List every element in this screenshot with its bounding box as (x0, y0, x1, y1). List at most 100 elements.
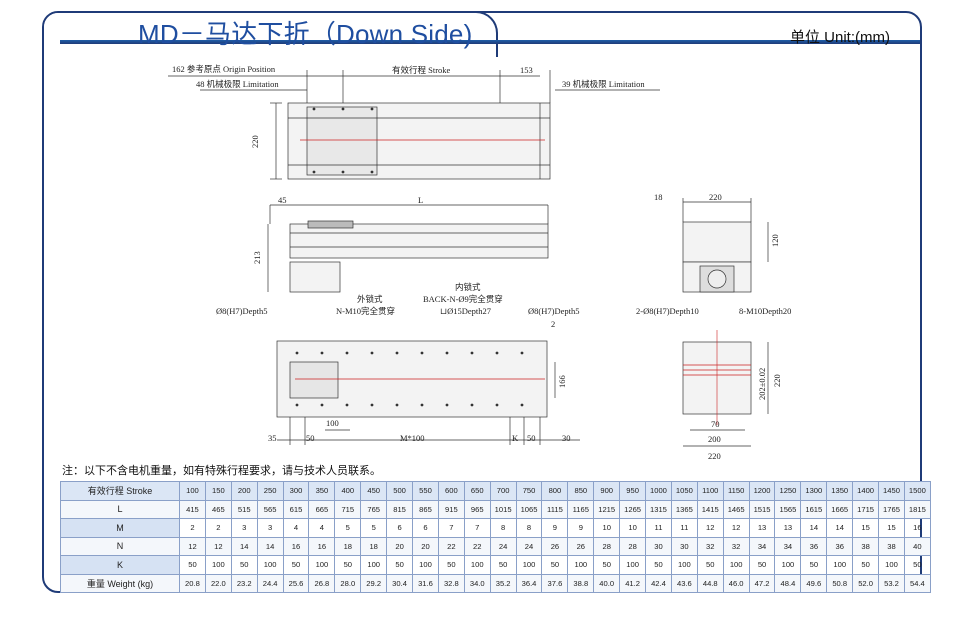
table-cell: 100 (308, 555, 336, 575)
table-cell: 12 (179, 536, 206, 556)
table-cell: 14 (826, 518, 854, 538)
table-cell: 50 (541, 555, 569, 575)
table-cell: 36.4 (515, 573, 543, 593)
limit-right-label: 39 机械极限 Limitation (562, 79, 645, 89)
table-cell: 4 (282, 518, 310, 538)
table-cell: 38 (852, 536, 880, 556)
table-cell: 150 (204, 481, 232, 501)
table-cell: 3 (230, 518, 258, 538)
table-cell: 100 (412, 555, 439, 575)
table-cell: 50 (386, 555, 414, 575)
table-cell: 13 (748, 518, 776, 538)
table-cell: 415 (179, 499, 206, 519)
table-cell: 615 (282, 499, 310, 519)
table-cell: 50 (437, 555, 465, 575)
table-cell: 26 (541, 536, 569, 556)
row-label-n: N (60, 536, 180, 556)
table-cell: 30.4 (386, 573, 414, 593)
table-cell: 31.6 (412, 573, 439, 593)
dim-2: 2 (551, 319, 555, 329)
table-cell: 34 (748, 536, 776, 556)
side-view (267, 204, 549, 293)
end-top-left-dim: 18 (654, 192, 663, 202)
table-cell: 11 (645, 518, 672, 538)
dim-220-height: 220 (772, 374, 782, 387)
end-top-width-dim: 220 (709, 192, 722, 202)
table-cell: 16 (282, 536, 310, 556)
table-cell: 32 (696, 536, 724, 556)
table-cell: 1300 (800, 481, 828, 501)
table-cell: 1815 (903, 499, 931, 519)
end-bottom-right-callout: 8-M10Depth20 (739, 306, 791, 316)
table-cell: 50 (645, 555, 672, 575)
table-cell: 765 (360, 499, 388, 519)
dim-50-left: 50 (306, 433, 315, 443)
table-cell: 7 (437, 518, 465, 538)
end-view-top (682, 198, 769, 293)
table-cell: 1465 (722, 499, 750, 519)
side-height-dim: 213 (252, 251, 262, 264)
table-cell: 32.8 (437, 573, 465, 593)
table-cell: 34 (774, 536, 802, 556)
table-cell: 29.2 (360, 573, 388, 593)
dim-100: 100 (326, 418, 339, 428)
dim-30: 30 (562, 433, 571, 443)
table-cell: 1500 (903, 481, 931, 501)
table-cell: 100 (878, 555, 905, 575)
table-cell: 800 (541, 481, 569, 501)
table-cell: 13 (774, 518, 802, 538)
dim-200: 200 (708, 434, 721, 444)
table-cell: 24 (489, 536, 517, 556)
table-cell: 2 (179, 518, 206, 538)
table-cell: 850 (567, 481, 595, 501)
note-text: 注：以下不含电机重量，如有特殊行程要求，请与技术人员联系。 (62, 465, 381, 477)
table-cell: 50 (489, 555, 517, 575)
table-cell: 100 (360, 555, 388, 575)
table-cell: 1065 (515, 499, 543, 519)
table-cell: 100 (774, 555, 802, 575)
table-cell: 50 (282, 555, 310, 575)
table-cell: 1165 (567, 499, 595, 519)
table-cell: 100 (567, 555, 595, 575)
table-cell: 1015 (489, 499, 517, 519)
table-cell: 700 (489, 481, 517, 501)
table-cell: 5 (360, 518, 388, 538)
table-cell: 10 (593, 518, 621, 538)
table-cell: 200 (230, 481, 258, 501)
table-cell: 20 (386, 536, 414, 556)
table-cell: 1050 (670, 481, 698, 501)
table-cell: 11 (670, 518, 698, 538)
table-cell: 24.4 (256, 573, 284, 593)
dim-202: 202±0.02 (757, 368, 767, 400)
origin-label: 162 参考原点 Origin Position (172, 64, 276, 74)
table-cell: 865 (412, 499, 439, 519)
table-cell: 37.6 (541, 573, 569, 593)
table-cell: 600 (437, 481, 465, 501)
dim-70: 70 (711, 419, 720, 429)
table-cell: 50 (903, 555, 931, 575)
table-cell: 48.4 (774, 573, 802, 593)
table-cell: 1315 (645, 499, 672, 519)
table-cell: 1665 (826, 499, 854, 519)
table-cell: 815 (386, 499, 414, 519)
table-cell: 665 (308, 499, 336, 519)
table-cell: 54.4 (903, 573, 931, 593)
bottom-left-callout: Ø8(H7)Depth5 (216, 306, 267, 316)
table-cell: 50 (748, 555, 776, 575)
table-cell: 565 (256, 499, 284, 519)
dim-m100: M*100 (400, 433, 425, 443)
table-cell: 1265 (619, 499, 647, 519)
row-label-l: L (60, 499, 180, 519)
table-cell: 34.0 (463, 573, 491, 593)
row-label-k: K (60, 555, 180, 575)
table-cell: 32 (722, 536, 750, 556)
title-underline (60, 40, 920, 44)
table-cell: 50 (800, 555, 828, 575)
table-cell: 16 (308, 536, 336, 556)
ext-lock-spec: N-M10完全贯穿 (336, 306, 395, 316)
table-cell: 650 (463, 481, 491, 501)
table-cell: 3 (256, 518, 284, 538)
table-cell: 100 (463, 555, 491, 575)
